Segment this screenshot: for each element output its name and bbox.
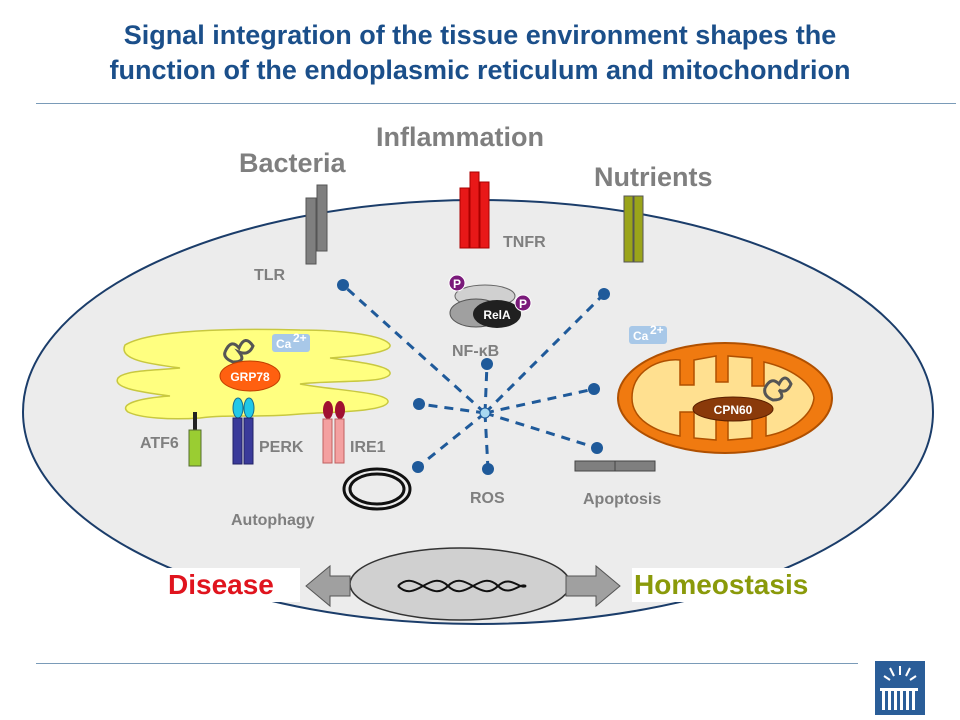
mito-unfolded-protein-icon [763, 376, 793, 402]
rela-label: RelA [483, 308, 511, 322]
mitochondrion [617, 342, 833, 454]
unfolded-protein-icon [223, 339, 255, 364]
perk-label: PERK [259, 439, 304, 456]
apoptosis-label: Apoptosis [583, 491, 661, 508]
tnfr-label: TNFR [503, 234, 546, 251]
atf6-label: ATF6 [140, 435, 179, 452]
svg-text:Ca: Ca [633, 329, 649, 343]
tlr-receptor-icon [305, 184, 328, 265]
tnfr-receptor-icon [459, 171, 490, 249]
calcium-badge-mito: Ca 2+ [629, 323, 667, 344]
cpn60-label: CPN60 [714, 403, 753, 417]
ros-label: ROS [470, 490, 505, 507]
nutrient-receptor-icon [623, 195, 644, 263]
chromatin-region [349, 547, 571, 621]
ire1-label: IRE1 [350, 439, 386, 456]
arrow-to-homeostasis-icon [565, 564, 621, 608]
title-divider [36, 103, 956, 104]
perk-sensor-icon [232, 397, 255, 465]
ire1-sensor-icon [322, 401, 345, 464]
svg-text:Ca: Ca [276, 337, 292, 351]
dna-helix-icon [397, 579, 527, 593]
nfkb-label: NF-κB [452, 343, 499, 360]
signal-hub [479, 407, 491, 419]
grp78-label: GRP78 [230, 370, 270, 384]
footer-divider [36, 663, 858, 664]
phospho-label-1: P [453, 277, 461, 291]
signal-endpoints [337, 279, 610, 475]
autophagosome-icon [342, 467, 412, 511]
title-line-1: Signal integration of the tissue environ… [123, 20, 837, 50]
phospho-label-2: P [519, 297, 527, 311]
title-line-2: function of the endoplasmic reticulum an… [109, 55, 851, 85]
apoptosis-icon [574, 460, 656, 472]
autophagy-label: Autophagy [231, 512, 315, 529]
tlr-label: TLR [254, 267, 286, 284]
atf6-sensor-icon [188, 412, 202, 467]
svg-text:2+: 2+ [293, 331, 307, 345]
calcium-badge-er: Ca 2+ [272, 331, 310, 352]
disease-label: Disease [168, 569, 274, 600]
homeostasis-label: Homeostasis [634, 569, 808, 600]
signal-network [341, 283, 606, 470]
svg-text:2+: 2+ [650, 323, 664, 337]
grp78-chaperone [219, 360, 281, 392]
nfkb-complex-icon [448, 274, 532, 328]
arrow-to-disease-icon [305, 564, 351, 608]
bacteria-label: Bacteria [239, 148, 347, 178]
inflammation-label: Inflammation [376, 122, 544, 152]
slide-title: Signal integration of the tissue environ… [0, 18, 960, 88]
institution-logo-icon [875, 661, 925, 715]
nutrients-label: Nutrients [594, 162, 713, 192]
